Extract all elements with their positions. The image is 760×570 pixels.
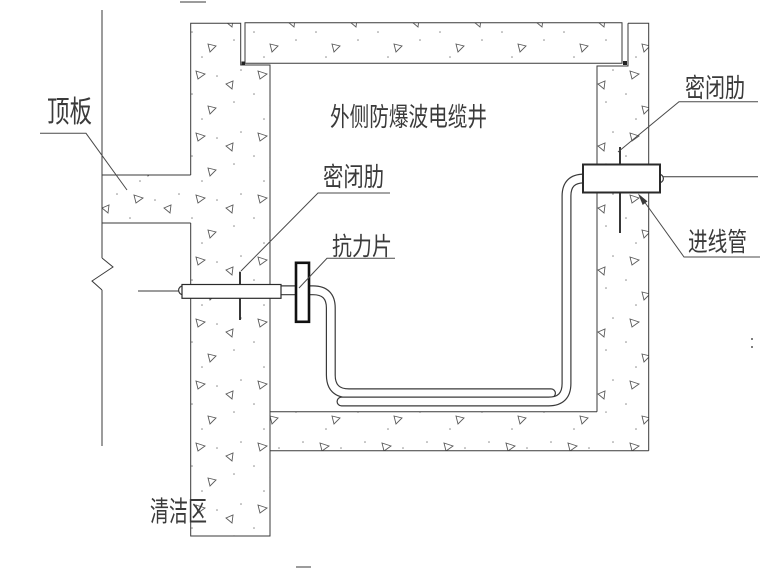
left-wall-outline (190, 22, 271, 537)
structure-outlines (91, 1, 758, 568)
roof-slab-band-edges (102, 174, 191, 224)
joint-dots (241, 61, 627, 65)
top-slab (245, 22, 622, 64)
leader-incoming-conduit (640, 196, 760, 258)
sleeve-box-right (582, 163, 661, 194)
misc-dots (751, 338, 753, 348)
leader-resistance-plate (298, 257, 395, 289)
resistance-plate-mark (294, 261, 311, 324)
conduit-left-inner (179, 286, 555, 398)
roof-slab-band (102, 175, 191, 223)
roof-slab-label: 顶板 (47, 95, 92, 130)
sealing-rib-left-label: 密闭肋 (323, 163, 384, 193)
right-wall-outline (596, 22, 650, 451)
floor-slab-outline (270, 411, 649, 452)
clean-zone-label: 清洁区 (150, 495, 207, 528)
cable-conduits (178, 173, 664, 407)
top-slab-outline (244, 22, 623, 64)
arrowhead-incoming-conduit (638, 193, 648, 205)
left-wall (190, 23, 270, 537)
sleeve-box-left (181, 283, 282, 299)
incoming-conduit-label: 进线管 (688, 228, 747, 258)
leader-roof-slab (40, 132, 128, 191)
floor-slab (270, 411, 649, 451)
text-labels: 顶板 外侧防爆波电缆井 密闭肋 抗力片 密闭肋 进线管 清洁区 (47, 74, 747, 528)
leader-sealing-rib-right (617, 101, 758, 153)
fittings (181, 163, 661, 324)
concrete-structure (102, 22, 649, 537)
section-cut-line (91, 10, 114, 446)
drawing-title: 外侧防爆波电缆井 (330, 103, 487, 133)
leader-sealing-rib-left (240, 192, 390, 272)
conduit-right-inner (337, 174, 663, 406)
resistance-plate-label: 抗力片 (332, 232, 392, 261)
right-wall (597, 23, 649, 412)
leader-lines (40, 101, 760, 289)
sealing-rib-right-label: 密闭肋 (685, 74, 745, 104)
